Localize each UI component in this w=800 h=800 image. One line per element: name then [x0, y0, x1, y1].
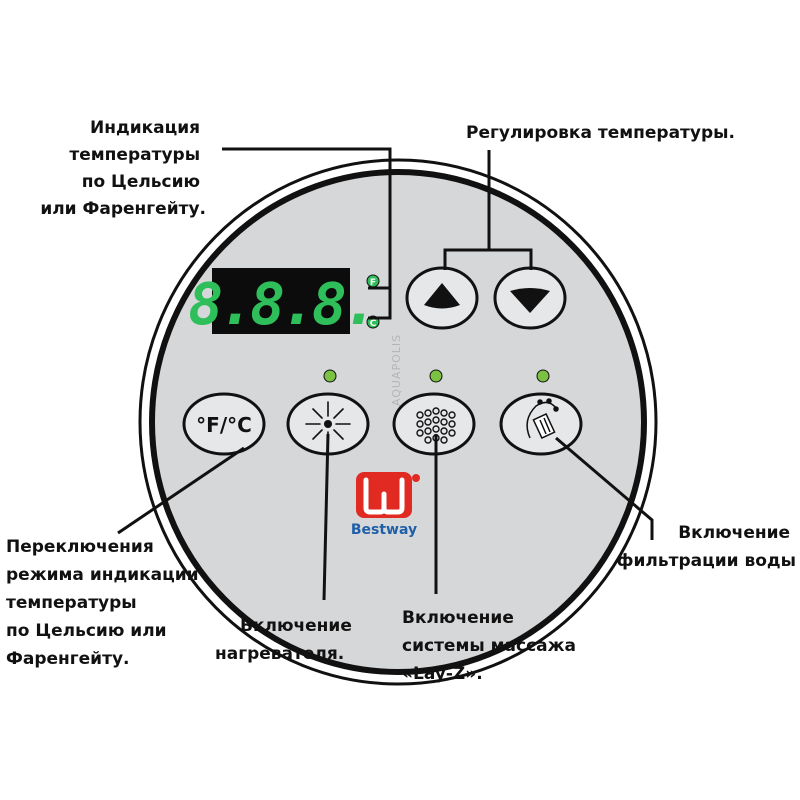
label-filter: Включение фильтрации воды [617, 523, 796, 571]
bestway-logo: Bestway [351, 472, 420, 538]
triangle-up-icon [424, 283, 460, 309]
filter-button[interactable] [499, 392, 583, 456]
brand-name: Bestway [351, 522, 417, 538]
label-temp-adjust: Регулировка температуры. [466, 123, 735, 143]
label-temp-indication: Индикация температуры по Цельсию или Фар… [40, 118, 206, 219]
label-unit-switch: Переключения режима индикации температур… [6, 537, 204, 669]
label-massage: Включение системы массажа «Lay-Z». [402, 608, 582, 684]
massage-led [429, 369, 443, 383]
temperature-down-button[interactable] [493, 266, 567, 330]
watermark-text: AQUAPOLIS [390, 334, 403, 406]
leader-lines [117, 147, 654, 601]
temperature-display: 8.8.8. [188, 268, 378, 338]
filter-swirl-icon [526, 398, 559, 440]
unit-c-label: C [370, 319, 377, 329]
filter-led [536, 369, 550, 383]
triangle-down-icon [510, 288, 550, 313]
unit-f-label: F [370, 278, 376, 288]
temperature-up-button[interactable] [405, 266, 479, 330]
heater-led [323, 369, 337, 383]
display-digits: 8.8.8. [188, 270, 374, 338]
panel-outer-ring [138, 158, 658, 686]
unit-switch-button[interactable]: °F/°C [182, 392, 266, 456]
label-heater: Включение нагревателя. [215, 616, 358, 664]
heater-button[interactable] [286, 392, 370, 456]
massage-button[interactable] [392, 392, 476, 456]
unit-switch-label: °F/°C [196, 413, 252, 437]
heater-sun-icon [305, 401, 351, 447]
